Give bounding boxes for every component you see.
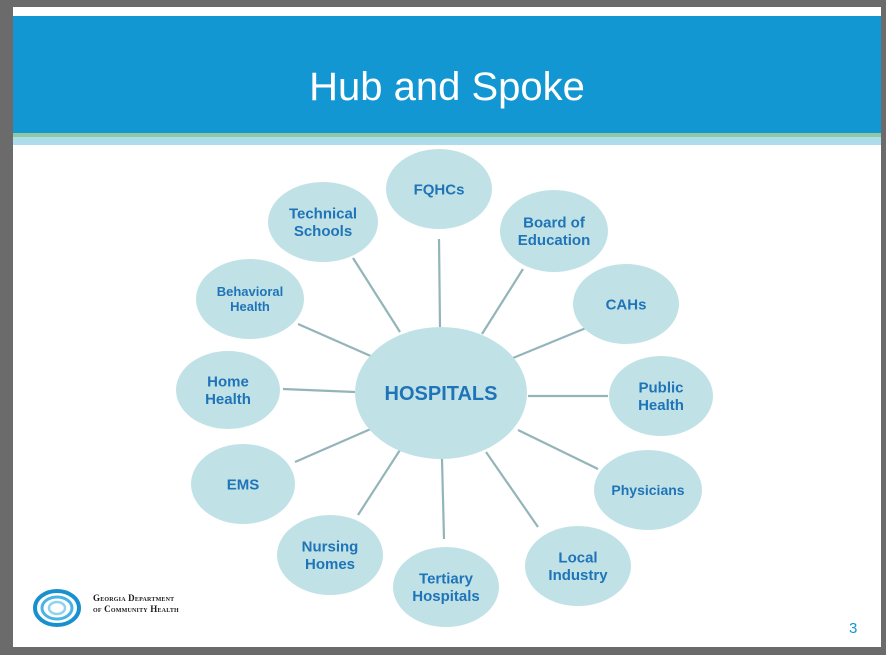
hub-node: HOSPITALS <box>355 327 527 459</box>
spoke-ellipse-behavioral-health <box>196 259 304 339</box>
slide-title: Hub and Spoke <box>309 65 585 109</box>
spoke-ellipse-fqhcs <box>386 149 492 229</box>
spoke-connector-nursing-homes <box>357 449 401 516</box>
spoke-physicians-label: Physicians <box>611 482 684 498</box>
spoke-local-industry-label: Industry <box>548 567 608 584</box>
spoke-technical-schools-label: Technical <box>289 206 357 223</box>
spoke-node-physicians: Physicians <box>594 450 702 530</box>
spoke-connector-local-industry <box>485 451 539 528</box>
spoke-node-fqhcs: FQHCs <box>386 149 492 229</box>
spoke-ellipse-cahs <box>573 264 679 344</box>
spoke-node-ems: EMS <box>191 444 295 524</box>
page-number: 3 <box>849 620 858 637</box>
spoke-behavioral-health-label: Behavioral <box>217 284 283 299</box>
spoke-connector-cahs <box>512 326 587 360</box>
logo-swirl-icon <box>33 589 81 627</box>
spoke-nursing-homes-label: Homes <box>305 556 355 573</box>
spoke-public-health-label: Public <box>638 380 683 397</box>
spoke-local-industry-label: Local <box>558 550 597 567</box>
spoke-connector-ems <box>294 426 374 464</box>
spoke-home-health-label: Home <box>207 374 249 391</box>
spoke-ellipse-ems <box>191 444 295 524</box>
spoke-board-of-education-label: Education <box>518 232 591 249</box>
title-bar: Hub and Spoke <box>13 16 881 133</box>
spoke-ems-label: EMS <box>227 476 260 493</box>
georgia-dch-logo: Georgia Department of Community Health <box>31 583 231 633</box>
spoke-ellipse-physicians <box>594 450 702 530</box>
spoke-tertiary-hospitals-label: Hospitals <box>412 588 480 605</box>
spoke-ellipse-board-of-education <box>500 190 608 272</box>
logo-text-line2: of Community Health <box>93 604 179 614</box>
spoke-board-of-education-label: Board of <box>523 215 586 232</box>
spoke-connector-tertiary-hospitals <box>440 458 446 540</box>
spoke-ellipse-home-health <box>176 351 280 429</box>
hub-ellipse <box>355 327 527 459</box>
logo-text-line1: Georgia Department <box>93 593 175 603</box>
spoke-connector-board-of-education <box>481 268 524 335</box>
header-divider-blue <box>13 137 881 145</box>
spoke-behavioral-health-label: Health <box>230 299 270 314</box>
spoke-connector-technical-schools <box>352 257 401 333</box>
spoke-connector-physicians <box>517 429 599 470</box>
spoke-connector-fqhcs <box>437 238 442 328</box>
spoke-technical-schools-label: Schools <box>294 223 352 240</box>
spoke-home-health-label: Health <box>205 391 251 408</box>
spoke-ellipse-local-industry <box>525 526 631 606</box>
spoke-ellipse-nursing-homes <box>277 515 383 595</box>
spoke-ellipse-technical-schools <box>268 182 378 262</box>
spoke-tertiary-hospitals-label: Tertiary <box>419 571 474 588</box>
spoke-node-cahs: CAHs <box>573 264 679 344</box>
spoke-connector-home-health <box>282 387 356 394</box>
spoke-connector-behavioral-health <box>297 322 374 359</box>
spoke-fqhcs-label: FQHCs <box>414 181 465 198</box>
header-divider-green <box>13 133 881 137</box>
spoke-ellipse-public-health <box>609 356 713 436</box>
spoke-public-health-label: Health <box>638 397 684 414</box>
spoke-nursing-homes-label: Nursing <box>302 539 359 556</box>
hub-label: HOSPITALS <box>385 383 498 405</box>
spoke-cahs-label: CAHs <box>606 296 647 313</box>
spoke-ellipse-tertiary-hospitals <box>393 547 499 627</box>
